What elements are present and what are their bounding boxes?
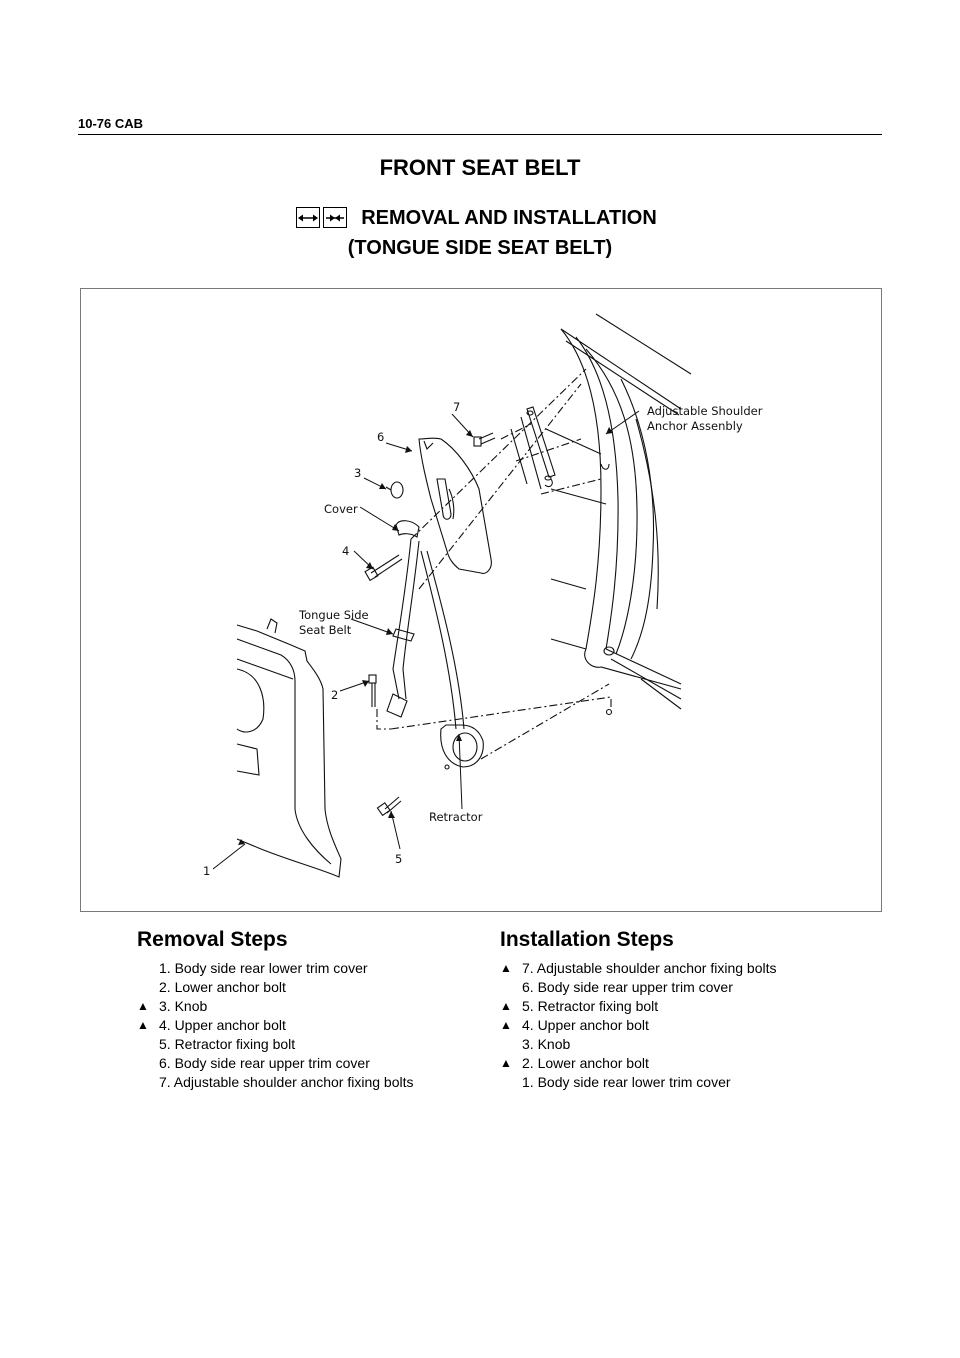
retractor-drawing <box>440 724 484 770</box>
install-arrows-icon <box>323 207 347 228</box>
bolt-4-drawing <box>364 554 403 582</box>
page-header: 10-76 CAB <box>78 114 882 135</box>
label-3: 3 <box>354 466 361 480</box>
cover-drawing <box>395 520 420 538</box>
upper-trim-cover-drawing <box>418 437 492 574</box>
lower-trim-cover-drawing <box>236 618 342 878</box>
label-adj-line1: Adjustable Shoulder <box>647 404 763 418</box>
bolt-7-drawing <box>473 432 496 447</box>
belt-drawing <box>386 538 465 730</box>
installation-step: 3. Knob <box>522 1036 571 1052</box>
label-4: 4 <box>342 544 349 558</box>
label-5: 5 <box>395 852 402 866</box>
installation-step: ▲2. Lower anchor bolt <box>500 1055 649 1071</box>
removal-steps-list: 1. Body side rear lower trim cover 2. Lo… <box>135 959 414 1092</box>
leader-arrowheads <box>238 427 613 845</box>
hole-drawing <box>605 708 613 716</box>
installation-step: ▲5. Retractor fixing bolt <box>500 998 659 1014</box>
remove-arrows-icon <box>296 207 320 228</box>
subtitle-line1: REMOVAL AND INSTALLATION <box>361 207 657 229</box>
installation-steps-list: ▲7. Adjustable shoulder anchor fixing bo… <box>498 959 777 1092</box>
installation-step: 6. Body side rear upper trim cover <box>522 979 733 995</box>
bolt-2-drawing <box>368 674 377 707</box>
procedure-icons <box>296 207 347 228</box>
page-title: FRONT SEAT BELT <box>379 155 581 180</box>
body-pillar-drawing <box>545 313 692 710</box>
bolt-5-drawing <box>376 796 402 817</box>
seat-belt-diagram: 7 6 3 Cover 4 Tongue Side Seat Belt 2 Re… <box>80 288 882 912</box>
label-adj-line2: Anchor Assenbly <box>647 419 743 433</box>
installation-title: Installation Steps <box>500 928 674 951</box>
label-1: 1 <box>203 864 210 878</box>
label-7: 7 <box>453 400 460 414</box>
label-cover: Cover <box>324 502 358 516</box>
guide-lines <box>376 368 612 760</box>
installation-step: ▲7. Adjustable shoulder anchor fixing bo… <box>500 960 777 976</box>
label-retractor: Retractor <box>429 810 483 824</box>
label-tongue-line1: Tongue Side <box>298 608 369 622</box>
label-tongue-line2: Seat Belt <box>299 623 352 637</box>
label-2: 2 <box>331 688 338 702</box>
installation-step: 1. Body side rear lower trim cover <box>522 1074 731 1090</box>
removal-step: 7. Adjustable shoulder anchor fixing bol… <box>159 1074 414 1090</box>
removal-step: ▲4. Upper anchor bolt <box>137 1017 286 1033</box>
removal-step: 1. Body side rear lower trim cover <box>159 960 368 976</box>
removal-step: 5. Retractor fixing bolt <box>159 1036 296 1052</box>
section-label: 10-76 CAB <box>78 116 144 131</box>
knob-drawing <box>385 481 404 499</box>
label-6: 6 <box>377 430 384 444</box>
removal-title: Removal Steps <box>137 928 288 951</box>
removal-step: 6. Body side rear upper trim cover <box>159 1055 370 1071</box>
installation-step: ▲4. Upper anchor bolt <box>500 1017 649 1033</box>
removal-step: ▲3. Knob <box>137 998 208 1014</box>
removal-step: 2. Lower anchor bolt <box>159 979 286 995</box>
subtitle-line2: (TONGUE SIDE SEAT BELT) <box>347 237 613 259</box>
shoulder-anchor-drawing <box>510 406 556 490</box>
